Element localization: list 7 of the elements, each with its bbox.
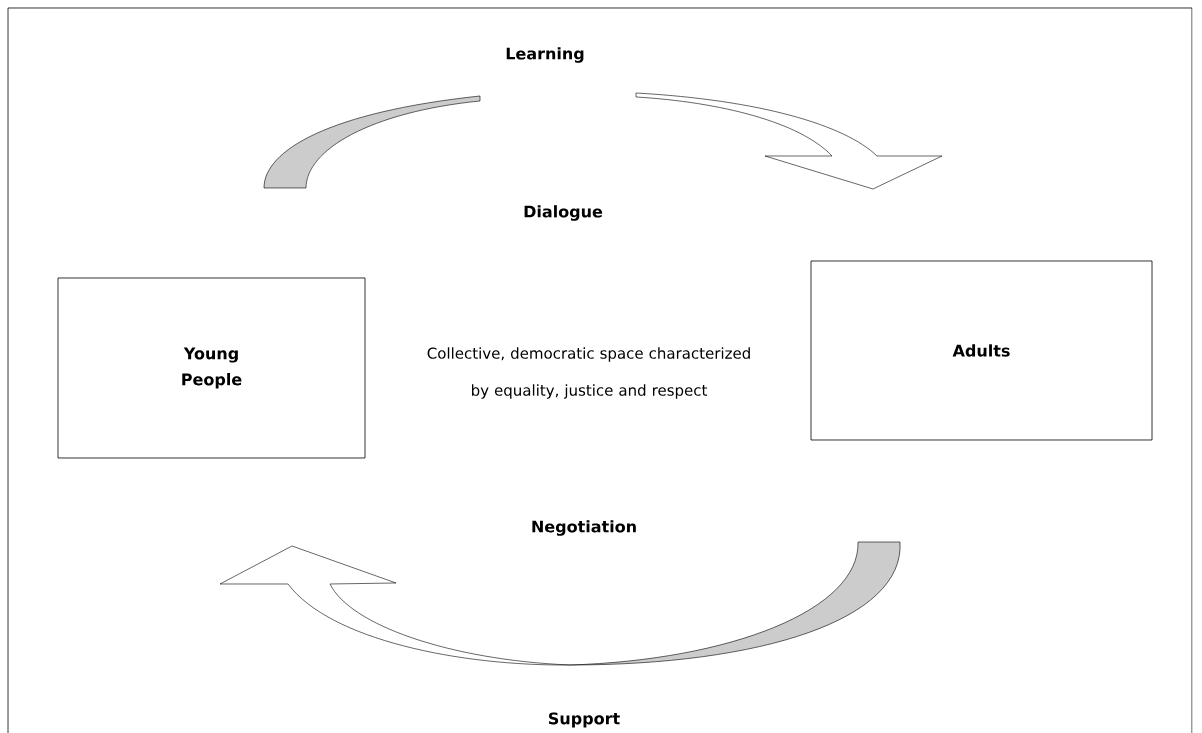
stage-label: Negotiation [532,520,636,536]
stage-label: Dialogue [524,205,603,221]
stage-label: Support [549,712,620,728]
text-box: Adults [810,260,1153,441]
center-text: Collective, democratic space characterized by equality, justice and respect [427,347,750,399]
stage-label: Learning [506,47,584,63]
text-box: Young People [57,277,366,459]
